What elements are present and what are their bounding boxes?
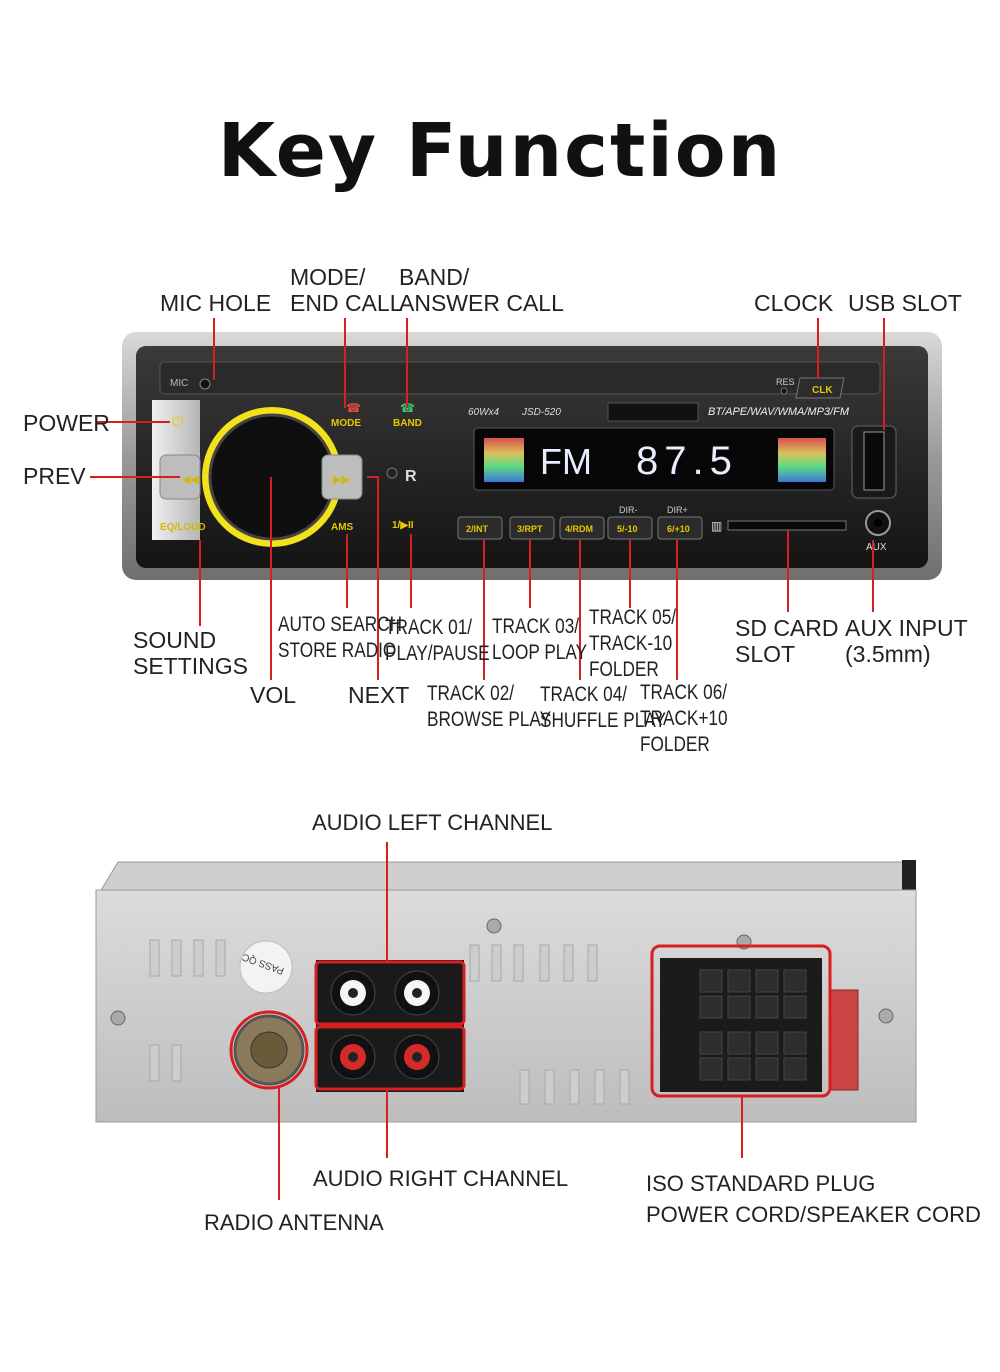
prev-icon: ◀◀ [182,474,199,486]
aux-jack-hole [874,519,882,527]
screw [110,1010,126,1026]
preset-5-label: 5/-10 [617,524,638,534]
qc-sticker [239,940,293,994]
label-band: BAND/ ANSWER CALL [399,264,564,316]
formats-text: BT/APE/WAV/WMA/MP3/FM [708,406,850,418]
display-band: FM [540,441,592,482]
label-radio-antenna: RADIO ANTENNA [204,1210,384,1235]
dir-minus-label: DIR- [619,505,638,515]
label-sd-card: SD CARD SLOT [735,615,839,667]
eq-loud-button[interactable]: EQ/LOUD [160,522,206,533]
label-audio-left: AUDIO LEFT CHANNEL [312,810,553,835]
preset-6-label: 6/+10 [667,524,690,534]
res-button[interactable] [780,387,788,395]
sd-card-slot[interactable] [727,520,847,531]
preset-3-button[interactable] [509,516,555,540]
mode-button[interactable]: MODE [331,418,361,429]
antenna-socket-inner [250,1031,288,1069]
usb-slot[interactable] [863,431,885,491]
page-title: Key Function [217,108,783,194]
preset-2-button[interactable] [457,516,503,540]
next-icon: ▶▶ [333,474,350,486]
display-frequency: 87.5 [636,439,738,483]
eq-bars-left [484,438,524,482]
sd-icon: ▥ [711,519,722,533]
play-pause-button[interactable]: 1/▶II [392,520,414,531]
lcd-display [473,427,835,491]
label-next: NEXT [348,682,410,708]
preset-6-button[interactable] [657,516,703,540]
vent-ridges [149,939,630,1105]
mic-hole [199,378,211,390]
label-track01: TRACK 01/ PLAY/PAUSE [385,616,490,665]
label-clock: CLOCK [754,290,834,316]
preset-5-button[interactable] [607,516,653,540]
label-mic-hole: MIC HOLE [160,290,272,316]
preset-2-label: 2/INT [466,524,489,534]
model-text: JSD-520 [521,407,561,418]
label-power: POWER [23,410,110,436]
label-track05: TRACK 05/ TRACK-10 FOLDER [589,606,677,681]
label-auto-search: AUTO SEARCH STORE RADIO [278,613,403,662]
label-usb-slot: USB SLOT [848,290,962,316]
preset-4-button[interactable] [559,516,605,540]
card-slot-top [607,402,699,422]
label-track06: TRACK 06/ TRACK+10 FOLDER [640,681,728,756]
label-track03: TRACK 03/ LOOP PLAY [492,615,588,664]
dir-plus-label: DIR+ [667,505,688,515]
preset-3-label: 3/RPT [517,524,543,534]
preset-buttons: 2/INT 3/RPT 4/RDM 5/-10 6/+10 [457,516,703,540]
ir-sensor [386,467,398,479]
clk-button[interactable] [795,377,845,399]
ams-button[interactable]: AMS [331,522,354,533]
iso-pins [699,969,807,1081]
power-output-text: 60Wx4 [468,407,500,418]
rear-leader-lines [278,842,743,1200]
label-audio-right: AUDIO RIGHT CHANNEL [313,1166,569,1191]
clk-label: CLK [812,385,833,396]
res-label: RES [776,377,795,387]
aux-label: AUX [866,542,887,553]
next-button[interactable] [321,454,363,500]
rear-panel-illustration: PASS QC [95,842,917,1200]
label-vol: VOL [250,682,297,708]
chassis-top [99,861,917,893]
end-call-icon: ☎ [346,401,361,415]
fuse-holder [829,989,859,1091]
screw [486,918,502,934]
band-button[interactable]: BAND [393,418,422,429]
label-aux-input: AUX INPUT (3.5mm) [845,615,968,667]
ir-icon: R [405,468,417,485]
eq-bars-right [778,438,826,482]
label-sound-settings: SOUND SETTINGS [133,627,249,679]
label-mode: MODE/ END CALL [290,264,403,316]
label-iso-plug: ISO STANDARD PLUG POWER CORD/SPEAKER COR… [646,1171,981,1227]
front-leader-lines [90,318,885,680]
power-icon[interactable]: ⏻ [172,413,183,429]
screw [878,1008,894,1024]
mic-small-label: MIC [170,378,188,389]
label-track02: TRACK 02/ BROWSE PLAY [427,682,552,731]
label-prev: PREV [23,463,86,489]
preset-4-label: 4/RDM [565,524,593,534]
front-panel-illustration: MIC EQ/LOUD ⏻ ◀◀ ▶▶ R ☎ MODE ☎ BAND AMS … [90,318,942,680]
label-track04: TRACK 04/ SHUFFLE PLAY [540,683,666,732]
